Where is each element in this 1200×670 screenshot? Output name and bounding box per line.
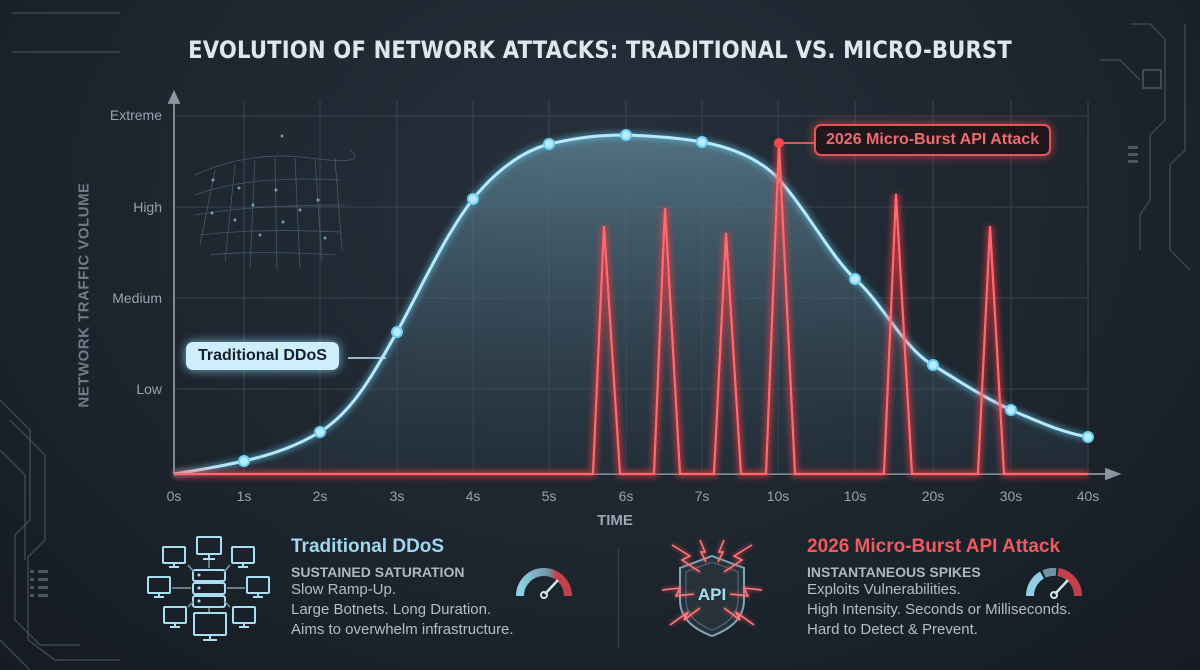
chart-title: EVOLUTION OF NETWORK ATTACKS: TRADITIONA… [188,36,1012,64]
x-tick: 3s [389,488,405,504]
x-tick: 30s [999,488,1023,504]
x-tick: 4s [465,488,481,504]
traditional-ddos-card: Traditional DDoS SUSTAINED SATURATION Sl… [291,536,514,640]
card-subtitle: SUSTAINED SATURATION [291,564,465,580]
y-tick-high: High [133,199,162,215]
card-line: Large Botnets. Long Duration. [291,601,492,618]
card-line: Hard to Detect & Prevent. [807,621,978,638]
x-tick: 2s [312,488,328,504]
y-tick-extreme: Extreme [109,107,162,123]
x-axis-label: TIME [597,512,633,529]
x-tick: 10s [766,488,790,504]
x-tick: 0s [166,488,182,504]
traditional-markers [238,129,1094,467]
card-line: Aims to overwhelm infrastructure. [291,621,514,638]
card-line: Slow Ramp-Up. [291,581,397,598]
x-tick: 6s [618,488,634,504]
y-tick-medium: Medium [112,290,162,306]
x-tick: 5s [541,488,557,504]
micro-burst-line [174,142,1088,476]
y-tick-low: Low [136,381,162,397]
micro-burst-callout: 2026 Micro-Burst API Attack [814,124,1052,156]
x-tick: 40s [1076,488,1100,504]
card-title: 2026 Micro-Burst API Attack [807,536,1061,557]
api-icon-text: API [698,585,726,604]
card-line: High Intensity. Seconds or Milliseconds. [807,601,1072,618]
x-tick: 1s [236,488,252,504]
traditional-area [174,135,1088,474]
micro-burst-card: 2026 Micro-Burst API Attack INSTANTANEOU… [807,536,1071,640]
card-divider [618,548,619,648]
micro-peak-marker [774,138,784,148]
x-tick: 10s [843,488,867,504]
card-subtitle: INSTANTANEOUS SPIKES [807,564,981,580]
x-tick: 20s [921,488,945,504]
x-tick: 7s [694,488,710,504]
card-title: Traditional DDoS [291,536,445,557]
mesh-decoration [194,149,356,271]
card-line: Exploits Vulnerabilities. [807,581,961,598]
traditional-ddos-callout: Traditional DDoS [186,342,339,370]
